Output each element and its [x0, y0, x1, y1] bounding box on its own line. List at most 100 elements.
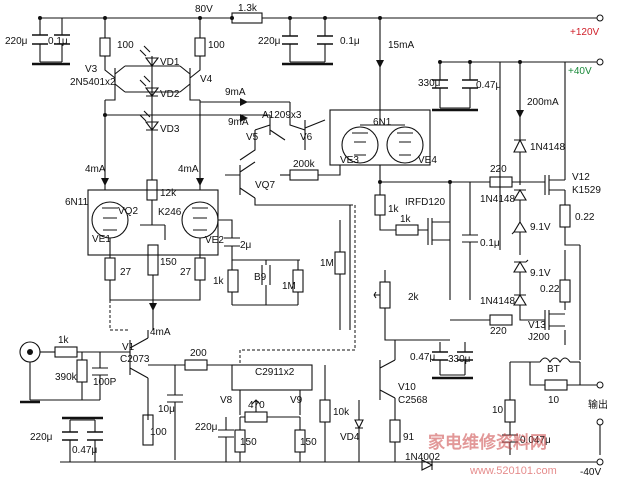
- label-j200: J200: [528, 332, 550, 343]
- label-c10u: 10μ: [158, 404, 175, 415]
- resistor-022-b: [559, 279, 571, 303]
- v10-section: [319, 340, 434, 471]
- label-1n4148-c: 1N4148: [480, 296, 515, 307]
- v1-section: [129, 330, 232, 460]
- label-4ma-c: 4mA: [150, 327, 171, 338]
- v8-v9-pair: [218, 364, 313, 462]
- label-6n1: 6N1: [373, 117, 392, 128]
- label-vd2: VD2: [160, 89, 180, 100]
- resistor-1k-b: [374, 194, 386, 216]
- label-r200k: 200k: [293, 159, 316, 170]
- led-string: [103, 45, 270, 140]
- resistor-10-a: [544, 379, 568, 391]
- label-v4: V4: [200, 74, 213, 85]
- label-15ma: 15mA: [388, 40, 414, 51]
- resistor-150-a: [147, 244, 159, 276]
- cap-pair-40v: [432, 62, 478, 112]
- resistor-1k-c: [395, 224, 419, 236]
- label-v10: V10: [398, 382, 416, 393]
- top-rail-80v: [38, 12, 604, 24]
- resistor-2k: [379, 281, 391, 309]
- label-zener-b: 9.1V: [530, 268, 551, 279]
- output-filter: [502, 357, 604, 455]
- label-1n4148-a: 1N4148: [530, 142, 565, 153]
- resistor-27-b: [194, 257, 206, 281]
- resistor-200: [184, 359, 208, 371]
- label-ve3: VE3: [340, 155, 359, 166]
- label-r2k: 2k: [408, 292, 420, 303]
- label-r150-c: 150: [300, 437, 317, 448]
- label-k1529: K1529: [572, 185, 601, 196]
- label-output: 输出: [588, 398, 608, 411]
- label-c220u-d: 220μ: [30, 432, 53, 443]
- label-plus40v: +40V: [568, 66, 592, 77]
- vq7-section: [225, 161, 351, 330]
- label-r27-b: 27: [180, 267, 192, 278]
- resistor-200k: [289, 169, 319, 181]
- resistor-1k-in: [54, 346, 78, 358]
- label-r220-b: 220: [490, 326, 507, 337]
- resistor-27-a: [104, 257, 116, 281]
- label-c2073: C2073: [120, 354, 150, 365]
- label-4ma-b: 4mA: [178, 164, 199, 175]
- label-a1209: A1209x3: [262, 110, 302, 121]
- label-v9: V9: [290, 395, 303, 406]
- label-80v: 80V: [195, 4, 213, 15]
- feedback-network: [218, 219, 346, 330]
- label-minus40v: -40V: [580, 467, 601, 478]
- resistor-10k: [319, 399, 331, 423]
- resistor-100-c: [142, 414, 154, 446]
- label-c047u-c: 0.47μ: [410, 352, 435, 363]
- label-c220u-c: 220μ: [195, 422, 218, 433]
- label-1n4002: 1N4002: [405, 452, 440, 463]
- label-v6: V6: [300, 132, 313, 143]
- label-r150-b: 150: [240, 437, 257, 448]
- label-r10k: 10k: [333, 407, 350, 418]
- label-r100-c: 100: [150, 427, 167, 438]
- input-jack: [19, 341, 130, 404]
- label-v12: V12: [572, 172, 590, 183]
- label-c330u-b: 330μ: [448, 354, 471, 365]
- resistor-022-a: [559, 204, 571, 228]
- resistor-10-b: [504, 399, 516, 423]
- label-v3type: 2N5401x2: [70, 77, 116, 88]
- label-c0047u: 0.047μ: [520, 435, 551, 446]
- resistor-470: [244, 411, 268, 423]
- resistor-100-b: [194, 37, 206, 57]
- cap-pair-top-left: [32, 18, 70, 66]
- label-irfd120: IRFD120: [405, 197, 445, 208]
- label-ve2: VE2: [205, 235, 224, 246]
- label-1n4148-b: 1N4148: [480, 194, 515, 205]
- label-vd1: VD1: [160, 57, 180, 68]
- label-c01u-c: 0.1μ: [480, 238, 500, 249]
- label-ve1: VE1: [92, 234, 111, 245]
- label-v1: V1: [122, 342, 135, 353]
- label-c2u: 2μ: [240, 240, 252, 251]
- label-r100-a: 100: [117, 40, 134, 51]
- label-ve4: VE4: [418, 155, 437, 166]
- label-r1k-b: 1k: [388, 204, 400, 215]
- resistor-220-b: [489, 314, 513, 326]
- label-r1m-b: 1M: [320, 258, 334, 269]
- label-c220u-a: 220μ: [5, 36, 28, 47]
- label-6n11: 6N11: [65, 197, 89, 208]
- label-c047u-b: 0.47μ: [72, 445, 97, 456]
- label-r390k: 390k: [55, 372, 78, 383]
- label-r100-b: 100: [208, 40, 225, 51]
- label-c330u-a: 330μ: [418, 78, 441, 89]
- label-v5: V5: [246, 132, 259, 143]
- label-9ma-b: 9mA: [228, 117, 249, 128]
- irfd120-section: [374, 165, 490, 300]
- resistor-220-a: [489, 176, 513, 188]
- label-r1k-in: 1k: [58, 335, 70, 346]
- resistor-1-3k: [231, 12, 263, 24]
- label-c100p: 100P: [93, 377, 117, 388]
- resistor-91: [389, 419, 401, 443]
- label-vq2: VQ2: [118, 206, 138, 217]
- label-r10-a: 10: [548, 395, 560, 406]
- label-9ma-a: 9mA: [225, 87, 246, 98]
- pot-2k: [373, 270, 450, 341]
- label-4ma-a: 4mA: [85, 164, 106, 175]
- label-vq7: VQ7: [255, 180, 275, 191]
- label-r1-3k: 1.3k: [238, 3, 258, 14]
